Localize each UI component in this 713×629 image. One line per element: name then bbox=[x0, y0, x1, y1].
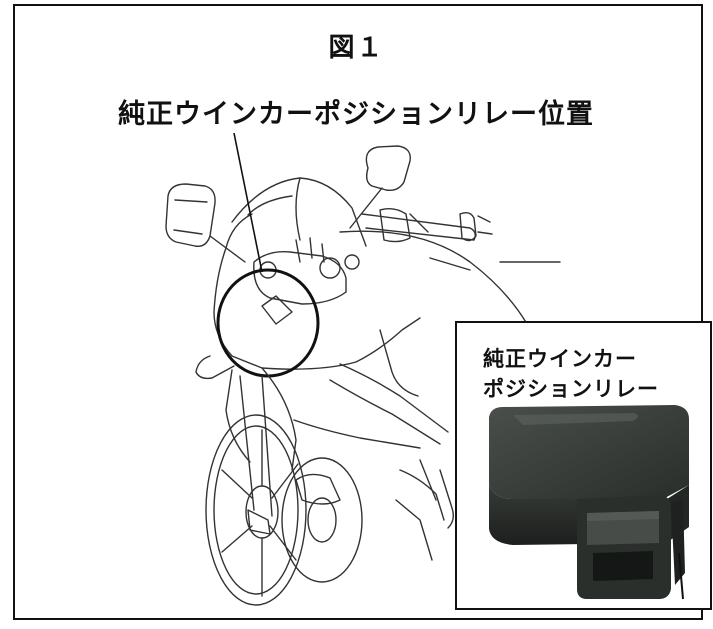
right-mirror bbox=[349, 145, 411, 229]
brake-disc bbox=[281, 457, 363, 583]
left-mirror bbox=[165, 183, 246, 263]
leader-line bbox=[233, 132, 263, 273]
lower-fairing bbox=[225, 329, 455, 529]
triple-clamp bbox=[253, 237, 360, 325]
windscreen bbox=[231, 177, 367, 247]
front-wheel bbox=[205, 414, 307, 606]
relay-location-circle bbox=[216, 268, 320, 378]
figure-title: 図１ bbox=[328, 33, 385, 63]
relay-photo-inset: 純正ウインカー ポジションリレー bbox=[455, 321, 712, 610]
inset-label-line1: 純正ウインカー bbox=[483, 347, 637, 371]
relay-photo bbox=[489, 405, 689, 600]
upper-fairing bbox=[213, 213, 421, 370]
handlebar bbox=[361, 207, 493, 243]
front-fork bbox=[239, 375, 273, 535]
inset-label-line2: ポジションリレー bbox=[483, 377, 659, 401]
relay-location-label: 純正ウインカーポジションリレー位置 bbox=[118, 99, 594, 130]
